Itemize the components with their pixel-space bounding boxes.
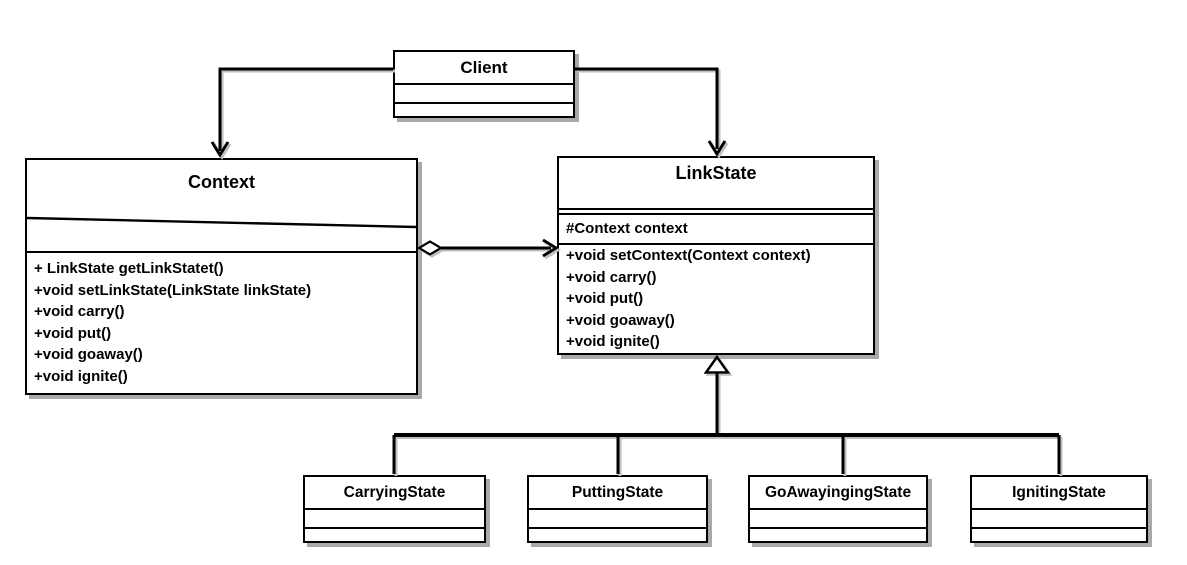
member-entry: +void ignite() [566,333,660,350]
compartment-divider [750,508,926,510]
member-entry: +void put() [566,290,644,307]
compartment-divider [529,527,706,529]
compartment-divider [395,83,573,85]
member-entry: +void setContext(Context context) [566,247,811,264]
aggregation-diamond-icon [416,240,444,256]
class-title-linkstate: LinkState [675,163,757,183]
class-title-goawayingingstate: GoAwayingingState [764,484,912,501]
compartment-divider [395,102,573,104]
member-entry: +void carry() [34,303,125,320]
member-entry: +void setLinkState(LinkState linkState) [34,281,312,299]
compartment-divider [559,213,873,215]
compartment-divider [27,251,416,253]
compartment-divider [750,527,926,529]
class-title-puttingstate: PuttingState [571,484,664,501]
class-box-linkstate: LinkState #Context context +void setCont… [557,156,875,355]
member-entry: + LinkState getLinkStatet() [34,260,224,277]
compartment-divider [305,527,484,529]
attribute-context-context: #Context context [566,220,688,237]
compartment-divider [972,527,1146,529]
methods-compartment-linkstate: +void setContext(Context context) +void c… [559,245,873,353]
member-entry: +void carry() [566,268,657,286]
generalization-triangle-icon [703,354,731,374]
class-box-client: Client [393,50,575,118]
compartment-divider [529,508,706,510]
member-entry: +void put() [34,324,112,342]
class-title-carryingstate: CarryingState [343,484,446,501]
class-box-puttingstate: PuttingState [527,475,708,543]
compartment-divider [559,243,873,245]
member-entry: +void goaway() [566,311,675,329]
class-box-context: Context + LinkState getLinkStatet() +void… [25,158,418,395]
client-to-linkstate-line [575,67,719,149]
compartment-divider [559,208,873,210]
open-arrowhead-icon [210,141,230,158]
class-box-ignitingstate: IgnitingState [970,475,1148,543]
methods-compartment-context: + LinkState getLinkStatet() +void setLink… [27,255,416,387]
compartment-divider [972,508,1146,510]
class-title-context: Context [188,172,255,192]
member-entry: +void ignite() [34,367,128,385]
client-to-context-line [218,67,393,151]
class-box-carryingstate: CarryingState [303,475,486,543]
class-title-client: Client [460,58,508,77]
class-title-ignitingstate: IgnitingState [1012,484,1106,501]
open-arrowhead-icon [542,238,559,258]
compartment-divider [305,508,484,510]
open-arrowhead-icon [707,140,727,157]
class-box-goawayingingstate: GoAwayingingState [748,475,928,543]
member-entry: +void goaway() [34,346,143,363]
